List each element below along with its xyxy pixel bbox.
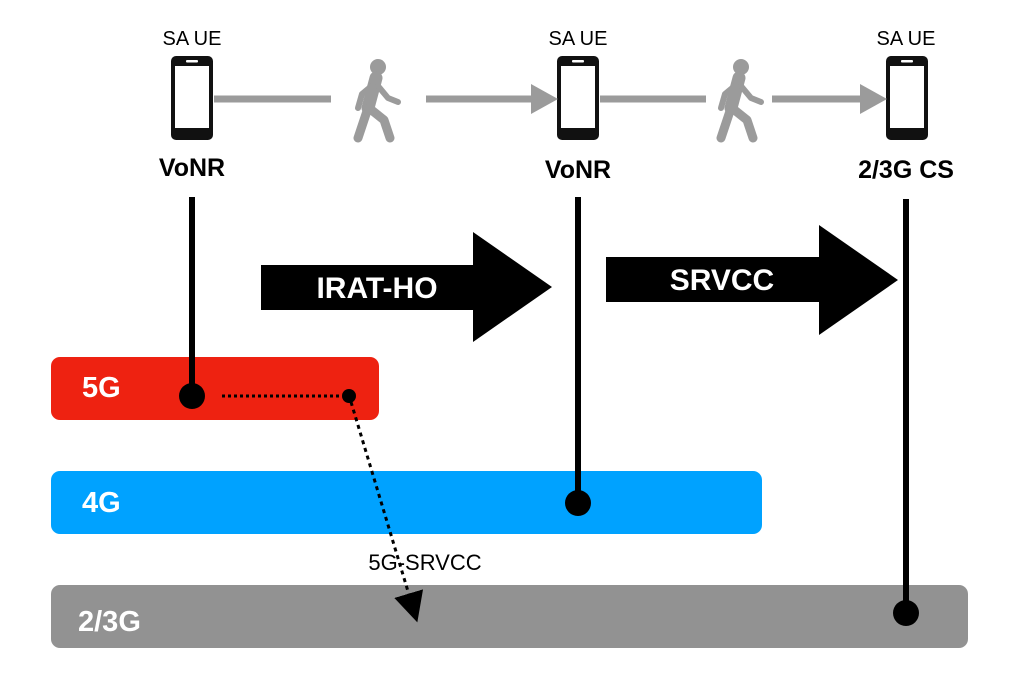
srvcc-label: SRVCC xyxy=(670,264,774,297)
5g-srvcc-label: 5G-SRVCC xyxy=(368,550,481,575)
call-type-label-1: VoNR xyxy=(159,154,225,182)
smartphone-icon xyxy=(886,56,928,140)
walking-person-icon xyxy=(721,59,761,138)
dotted-path-dot xyxy=(342,389,356,403)
call-type-label-2: VoNR xyxy=(545,156,611,184)
ue-label-2: SA UE xyxy=(549,28,608,50)
attach-dot-2-3g xyxy=(893,600,919,626)
dotted-arrow xyxy=(349,401,424,623)
call-type-label-3: 2/3G CS xyxy=(858,156,954,184)
srvcc-arrow xyxy=(606,225,898,335)
smartphone-icon xyxy=(171,56,213,140)
smartphone-icon xyxy=(557,56,599,140)
movement-arrowhead xyxy=(531,84,558,114)
movement-arrowhead xyxy=(860,84,887,114)
attach-dot-5g xyxy=(179,383,205,409)
band-label-4g: 4G xyxy=(82,487,121,519)
attach-dot-4g xyxy=(565,490,591,516)
ue-label-1: SA UE xyxy=(163,28,222,50)
irat-ho-arrow xyxy=(261,232,552,342)
irat-ho-label: IRAT-HO xyxy=(316,272,437,305)
ue-label-3: SA UE xyxy=(877,28,936,50)
band-4g xyxy=(51,471,762,534)
walking-person-icon xyxy=(358,59,398,138)
band-label-5g: 5G xyxy=(82,372,121,404)
band-5g xyxy=(51,357,379,420)
band-2-3g xyxy=(51,585,968,648)
band-label-2-3g: 2/3G xyxy=(78,606,141,638)
